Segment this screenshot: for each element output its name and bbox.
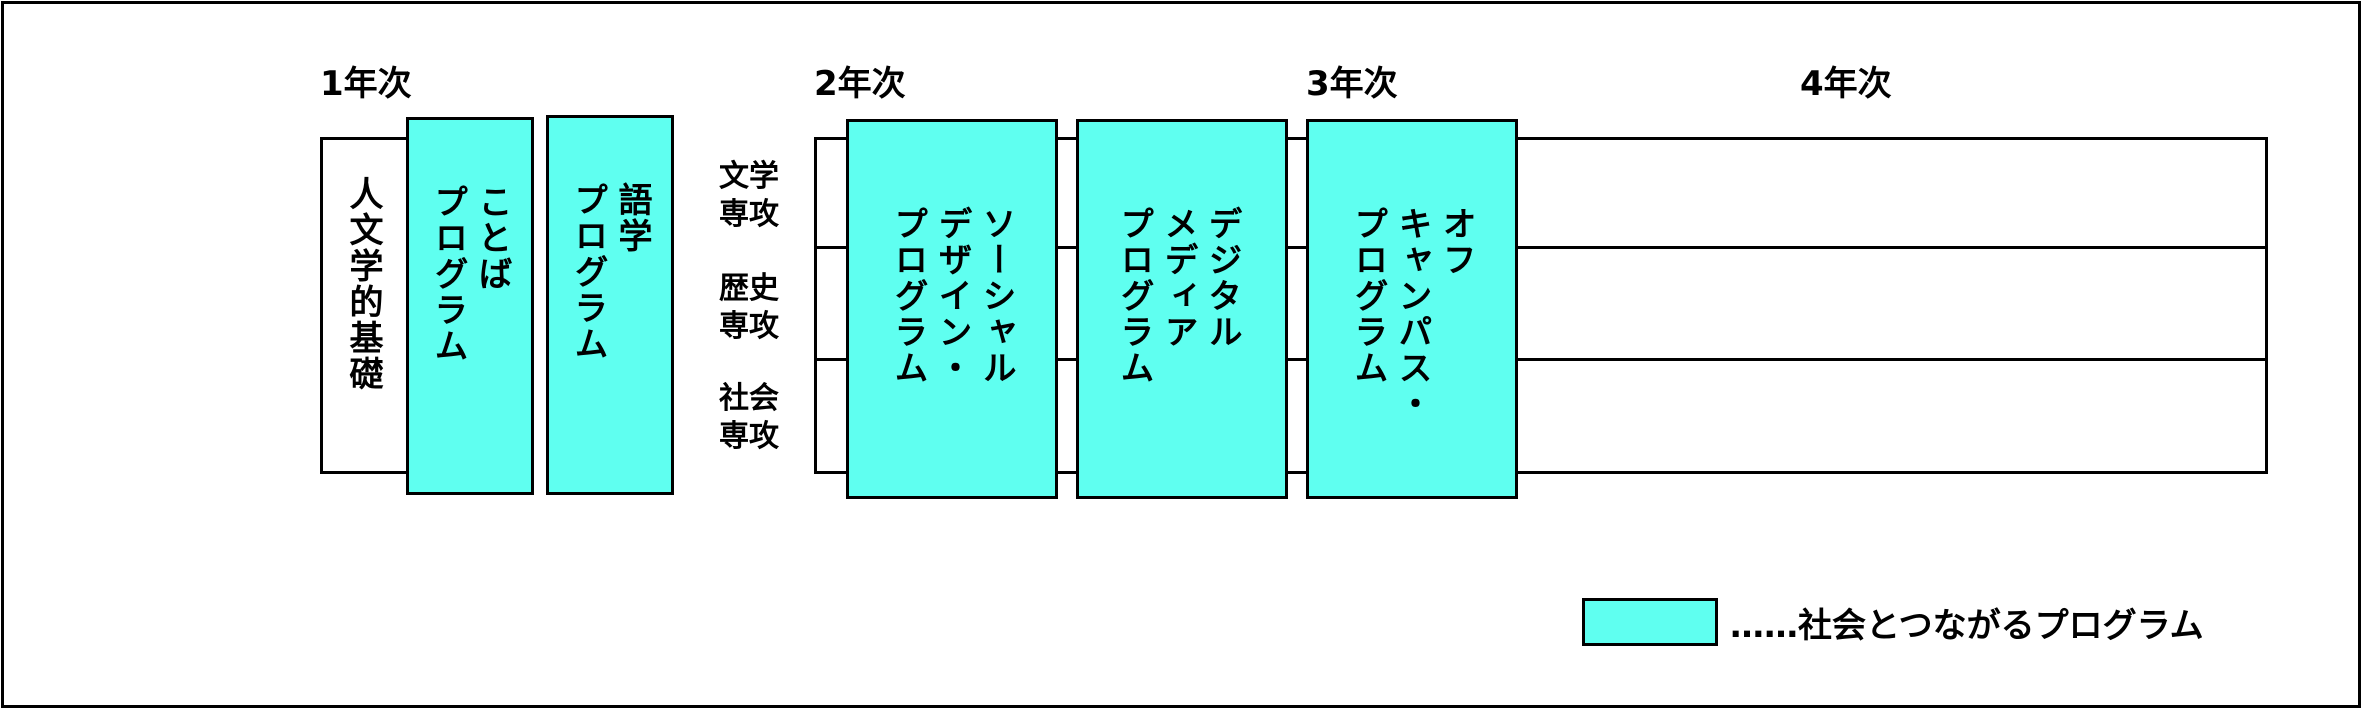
legend-label: ……社会とつながるプログラム <box>1730 606 2204 646</box>
track-divider-2 <box>814 358 2268 361</box>
major-track-grid <box>814 137 2268 474</box>
year-2-label: 2年次 <box>814 64 906 104</box>
social-design-program-box <box>846 119 1058 499</box>
year-3-label: 3年次 <box>1306 64 1398 104</box>
track-divider-1 <box>814 246 2268 249</box>
gogaku-program-label: 語学 プログラム <box>568 182 652 362</box>
kotoba-program-label: ことば プログラム <box>428 184 512 364</box>
off-campus-program-box <box>1306 119 1518 499</box>
kotoba-program-box <box>406 117 534 495</box>
foundation-label: 人文学的基礎 <box>343 176 383 392</box>
major-sociology-label: 社会専攻 <box>719 381 779 454</box>
social-design-program-label: ソーシャル デザイン・ プログラム <box>888 206 1016 386</box>
major-literature-label: 文学専攻 <box>719 159 779 232</box>
digital-media-program-label: デジタル メディア プログラム <box>1114 206 1242 386</box>
legend-swatch <box>1582 598 1718 646</box>
gogaku-program-box <box>546 115 674 495</box>
year-1-label: 1年次 <box>320 64 412 104</box>
year-4-label: 4年次 <box>1800 64 1892 104</box>
digital-media-program-box <box>1076 119 1288 499</box>
major-history-label: 歴史専攻 <box>719 271 779 344</box>
off-campus-program-label: オフ キャンパス・ プログラム <box>1348 206 1476 422</box>
